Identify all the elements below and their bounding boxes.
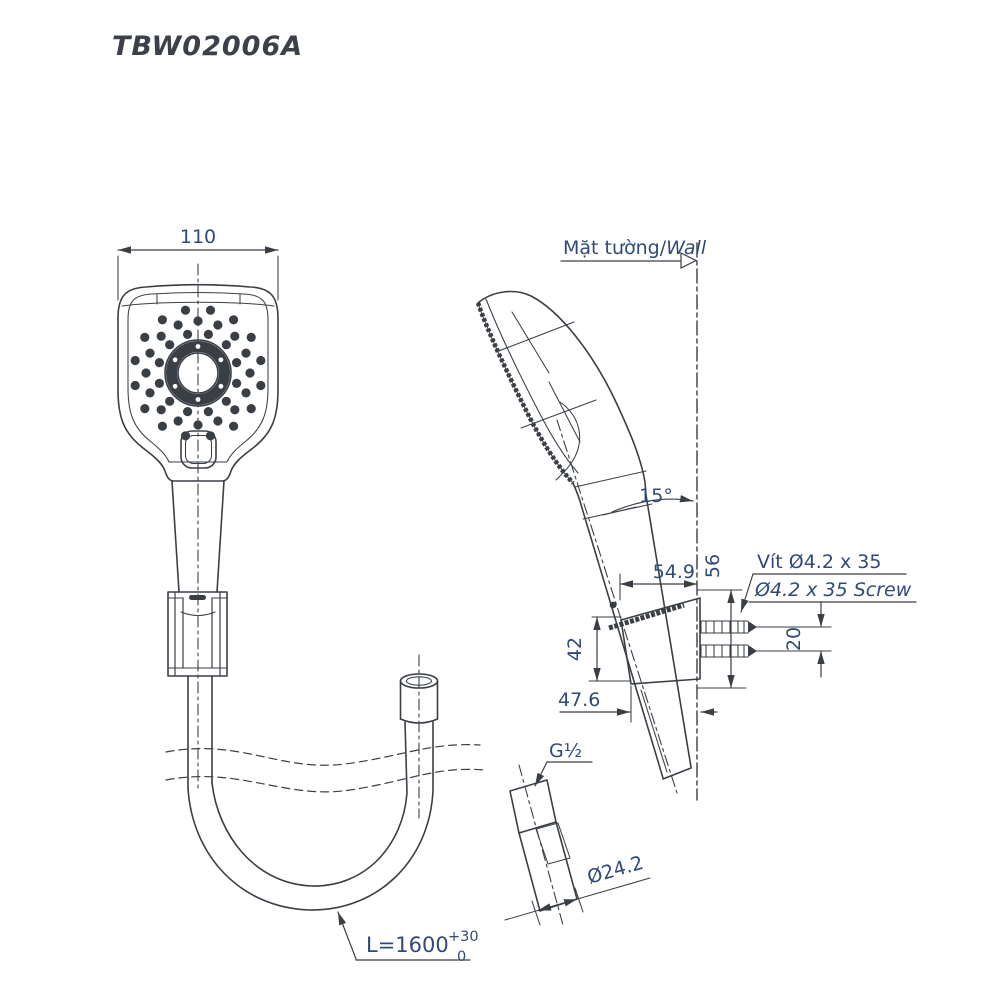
hose-inner-curve xyxy=(211,721,408,887)
dimension-bracket-height: 42 xyxy=(564,616,632,682)
dimension-screw-spacing: 20 xyxy=(756,601,832,678)
dim-diameter-label: Ø24.2 xyxy=(585,852,646,889)
screw-label-en: Ø4.2 x 35 Screw xyxy=(754,579,912,601)
screw-annotation: Vít Ø4.2 x 35 Ø4.2 x 35 Screw xyxy=(740,551,917,613)
spray-bezel xyxy=(164,339,232,407)
side-view: Mặt tường/Wall xyxy=(475,237,917,801)
mounting-screws xyxy=(700,620,757,658)
handle-slot xyxy=(189,595,206,600)
dim-15-label: 15° xyxy=(639,485,673,507)
hose-outer-curve xyxy=(187,721,434,911)
hose-connector xyxy=(399,654,439,819)
wall-bracket-side xyxy=(608,597,701,685)
break-line-upper xyxy=(165,744,481,766)
break-line-lower xyxy=(165,768,485,793)
head-outline xyxy=(117,283,279,482)
wall-annotation: Mặt tường/Wall xyxy=(560,237,707,269)
dimension-head-width: 110 xyxy=(117,226,279,301)
holder-front xyxy=(167,591,228,677)
dim-56-label: 56 xyxy=(702,554,724,578)
connector-detail: G½ Ø24.2 xyxy=(504,740,651,926)
screw-bottom xyxy=(700,644,757,658)
dim-476-label: 47.6 xyxy=(558,689,600,711)
bracket-pin xyxy=(609,601,617,609)
head-top-band xyxy=(121,301,275,307)
mode-button xyxy=(180,430,217,469)
connector-inner xyxy=(535,822,571,865)
thread-annotation: G½ xyxy=(534,740,593,787)
screw-label-vi: Vít Ø4.2 x 35 xyxy=(757,551,881,573)
screw-top xyxy=(700,620,757,634)
page-title: TBW02006A xyxy=(112,31,303,62)
head-inner-outline xyxy=(127,291,269,463)
head-side xyxy=(475,290,653,520)
dim-110-label: 110 xyxy=(180,226,216,248)
dim-549-label: 54.9 xyxy=(653,561,695,583)
dim-20-label: 20 xyxy=(783,627,805,651)
dimension-wall-height: 56 xyxy=(696,554,747,689)
spray-nozzle-dots xyxy=(130,305,266,441)
dimension-angle: 15° xyxy=(602,485,694,516)
connector-body xyxy=(518,821,578,912)
dim-42-label: 42 xyxy=(564,637,586,661)
dimension-offset-bottom: 47.6 xyxy=(558,685,718,723)
wall-arrow xyxy=(680,252,698,269)
thread-label: G½ xyxy=(549,740,582,762)
hose-left-limb xyxy=(187,675,213,789)
dimension-offset-top: 54.9 xyxy=(619,561,698,601)
front-view: 110 xyxy=(117,226,279,793)
handle-side xyxy=(556,419,692,794)
handle-front xyxy=(171,480,225,593)
wall-label: Mặt tường/Wall xyxy=(563,237,707,259)
